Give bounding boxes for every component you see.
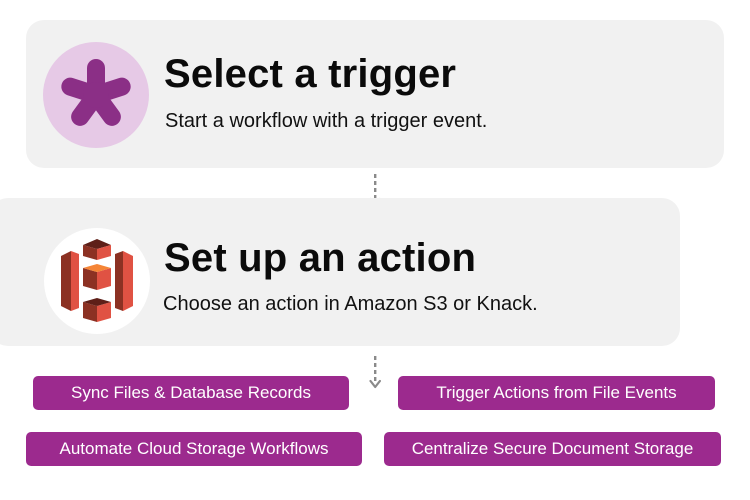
dotted-arrow-connector	[369, 356, 381, 389]
amazon-s3-icon	[61, 239, 133, 322]
action-step-subtitle: Choose an action in Amazon S3 or Knack.	[163, 293, 538, 315]
action-icon-badge	[44, 228, 150, 334]
trigger-step-subtitle: Start a workflow with a trigger event.	[165, 110, 488, 132]
use-case-pill[interactable]: Automate Cloud Storage Workflows	[26, 432, 362, 466]
use-case-pill[interactable]: Trigger Actions from File Events	[398, 376, 715, 410]
trigger-step-title: Select a trigger	[164, 52, 457, 96]
use-case-pill[interactable]: Sync Files & Database Records	[33, 376, 349, 410]
trigger-icon-badge	[43, 42, 149, 148]
use-case-pill[interactable]: Centralize Secure Document Storage	[384, 432, 721, 466]
action-step-title: Set up an action	[164, 236, 477, 280]
asterisk-icon	[61, 59, 131, 126]
